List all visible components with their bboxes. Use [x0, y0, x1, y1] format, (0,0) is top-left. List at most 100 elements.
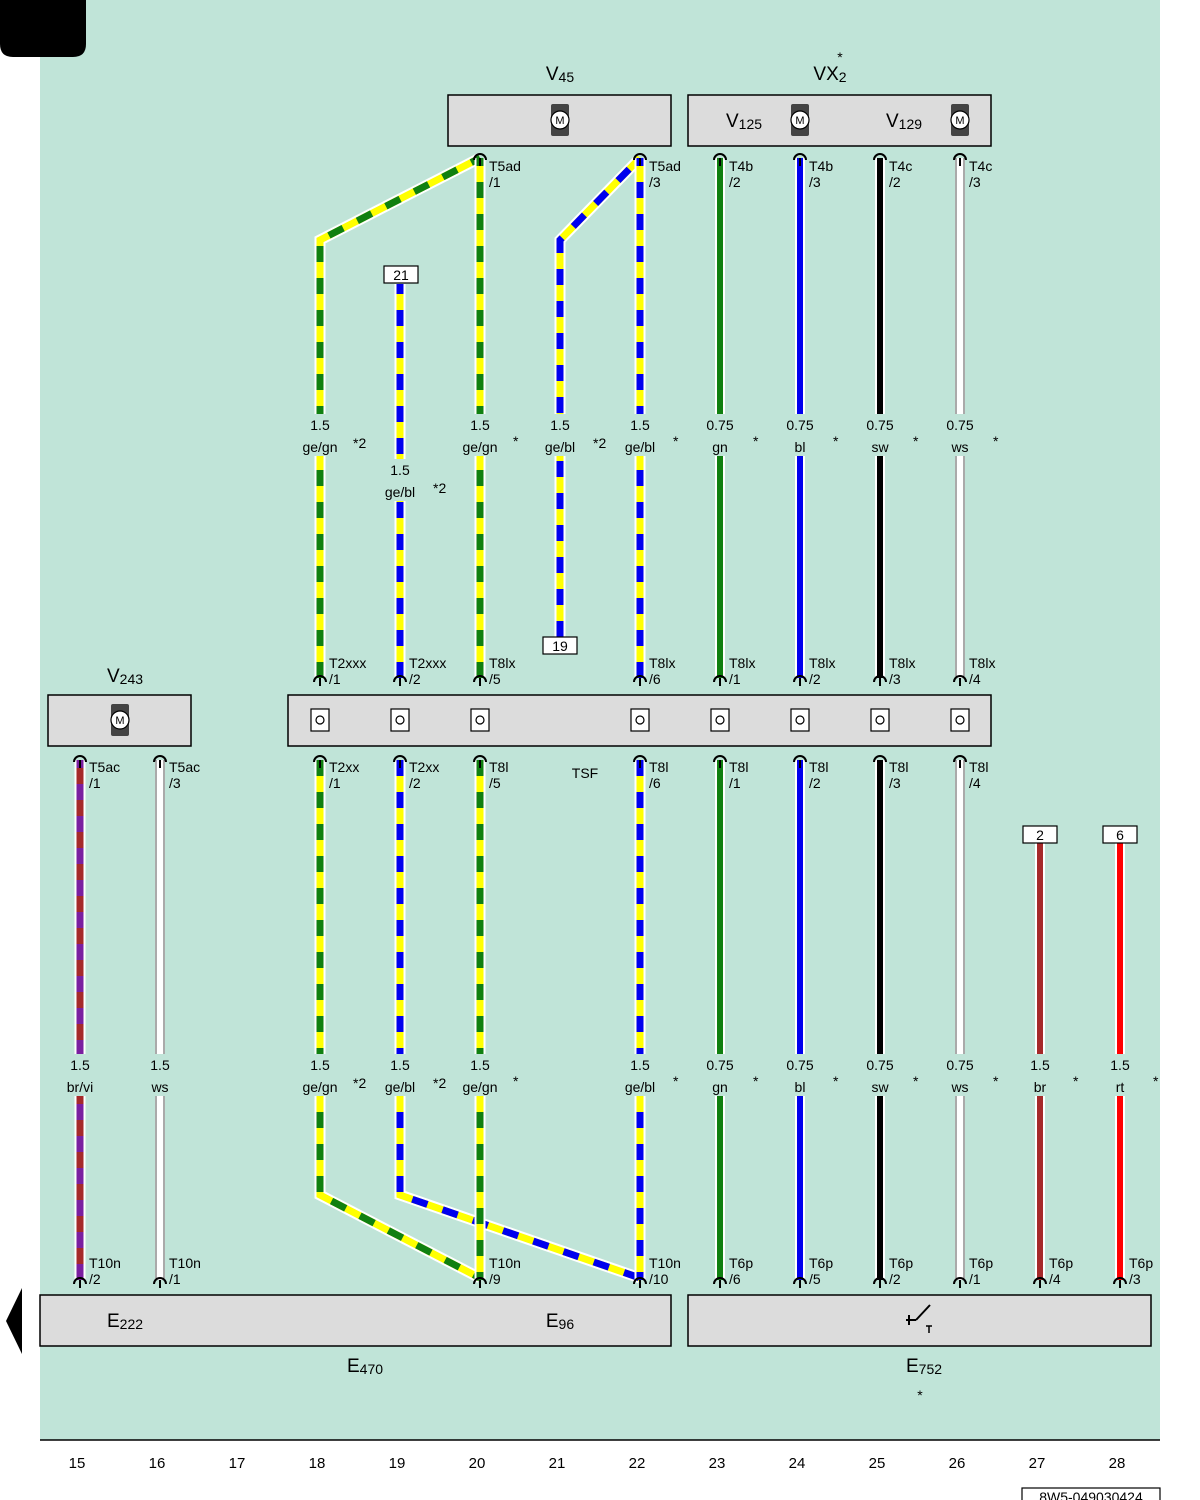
label-layer: T5ad/1T5ad/3T4b/2T4b/3T4c/2T4c/3T2xxx/1T…: [56, 49, 1159, 1403]
pin-name: T8lx: [809, 655, 835, 671]
wire-label-backdrop: [776, 414, 824, 456]
pin-name: T10n: [89, 1255, 121, 1271]
pin-name: T8l: [889, 759, 908, 775]
pin-name: T10n: [649, 1255, 681, 1271]
pin-number: /2: [729, 174, 741, 190]
tsf-socket-icon: [790, 708, 810, 732]
wire-lower-label-size: 0.75: [866, 1057, 893, 1073]
pin-name: T8l: [489, 759, 508, 775]
pin-arc-icon: [953, 755, 967, 763]
component-label-e470: E470: [347, 1356, 383, 1377]
column-number: 24: [789, 1455, 806, 1472]
column-number: 18: [309, 1455, 326, 1472]
wire-lower-label-note: *: [993, 1073, 999, 1089]
component-label-v125: V125: [726, 111, 762, 132]
pin-name: T6p: [1049, 1255, 1073, 1271]
pin-number: /6: [729, 1271, 741, 1287]
wire-upper-label-note: *2: [353, 435, 366, 451]
pin-number: /3: [649, 174, 661, 190]
pin-arc-icon: [73, 1277, 87, 1285]
wire-label-backdrop: [296, 414, 344, 456]
wire-label-backdrop: [936, 414, 984, 456]
pin-number: /6: [649, 775, 661, 791]
pin-number: /4: [1049, 1271, 1061, 1287]
wire-upper-label-color: ge/bl: [385, 484, 415, 500]
pin-name: T6p: [969, 1255, 993, 1271]
previous-page-arrow-icon[interactable]: [6, 1288, 22, 1354]
motor-symbol: [550, 110, 570, 130]
wire-upper-18-stripe: [316, 154, 482, 678]
pin-number: /1: [169, 1271, 181, 1287]
switch-icon-e752: [906, 1304, 932, 1333]
wire-lower-label-size: 1.5: [1030, 1057, 1050, 1073]
wire-upper-label-size: 1.5: [550, 417, 570, 433]
pin-name: T2xx: [329, 759, 359, 775]
wire-lower-18-stripe: [316, 760, 482, 1282]
wire-upper-label-note: *2: [433, 480, 446, 496]
wire-label-backdrop: [856, 1054, 904, 1096]
tsf-socket-icon: [950, 708, 970, 732]
column-number: 19: [389, 1455, 406, 1472]
wire-label-backdrop: [136, 1054, 184, 1096]
column-number: 16: [149, 1455, 166, 1472]
pin-arc-icon: [1113, 1277, 1127, 1285]
pin-name: T6p: [729, 1255, 753, 1271]
column-number: 26: [949, 1455, 966, 1472]
wire-label-backdrop: [1016, 1054, 1064, 1096]
tsf-socket-pin-icon: [315, 715, 325, 725]
wire-upper-label-note: *: [753, 433, 759, 449]
motor-symbol: [110, 710, 130, 730]
wire-lower-label-color: rt: [1116, 1079, 1125, 1095]
wire-upper-label-size: 1.5: [310, 417, 330, 433]
wire-upper-label-note: *2: [593, 435, 606, 451]
wire-upper-label-note: *: [673, 433, 679, 449]
pin-arc-icon: [713, 755, 727, 763]
wire-lower-label-color: ge/gn: [462, 1079, 497, 1095]
pin-name: T8l: [729, 759, 748, 775]
column-number: 25: [869, 1455, 886, 1472]
motor-letter: M: [955, 115, 964, 127]
wire-upper-label-size: 0.75: [706, 417, 733, 433]
component-e752: [687, 1294, 1152, 1347]
wire-upper-label-size: 0.75: [946, 417, 973, 433]
pin-name: T4c: [889, 158, 912, 174]
pin-arc-icon: [73, 755, 87, 763]
wire-upper-label-color: ge/bl: [625, 439, 655, 455]
pin-number: /1: [89, 775, 101, 791]
wire-lower-label-note: *: [1073, 1073, 1079, 1089]
motor-symbol: [950, 110, 970, 130]
wire-lower-label-size: 1.5: [150, 1057, 170, 1073]
wire-lower-label-color: sw: [871, 1079, 889, 1095]
pin-number: /2: [409, 775, 421, 791]
pin-arc-icon: [793, 755, 807, 763]
pin-number: /3: [1129, 1271, 1141, 1287]
pin-number: /5: [809, 1271, 821, 1287]
pin-arc-icon: [633, 1277, 647, 1285]
reference-number: 19: [552, 638, 568, 654]
pin-arc-icon: [473, 1277, 487, 1285]
document-code: 8W5-049030424: [1039, 1489, 1143, 1500]
tsf-socket-pin-icon: [795, 715, 805, 725]
wire-lower-label-size: 0.75: [946, 1057, 973, 1073]
pin-number: /2: [809, 671, 821, 687]
pin-arc-icon: [633, 675, 647, 683]
wire-lower-label-size: 1.5: [390, 1057, 410, 1073]
pin-name: T10n: [489, 1255, 521, 1271]
motor-icon-v243: M: [110, 704, 130, 736]
wire-lower-label-size: 1.5: [630, 1057, 650, 1073]
motor-icon-v125: M: [790, 104, 810, 136]
pin-number: /1: [329, 775, 341, 791]
pin-number: /3: [809, 174, 821, 190]
pin-arc-icon: [953, 153, 967, 161]
reference-number: 2: [1036, 827, 1044, 843]
motor-letter: M: [115, 715, 124, 727]
pin-name: T5ac: [89, 759, 120, 775]
pin-arc-icon: [473, 755, 487, 763]
pin-arc-icon: [393, 755, 407, 763]
tsf-socket-pin-icon: [475, 715, 485, 725]
pin-number: /4: [969, 671, 981, 687]
pin-name: T6p: [1129, 1255, 1153, 1271]
wire-lower-label-size: 0.75: [706, 1057, 733, 1073]
pin-number: /2: [409, 671, 421, 687]
